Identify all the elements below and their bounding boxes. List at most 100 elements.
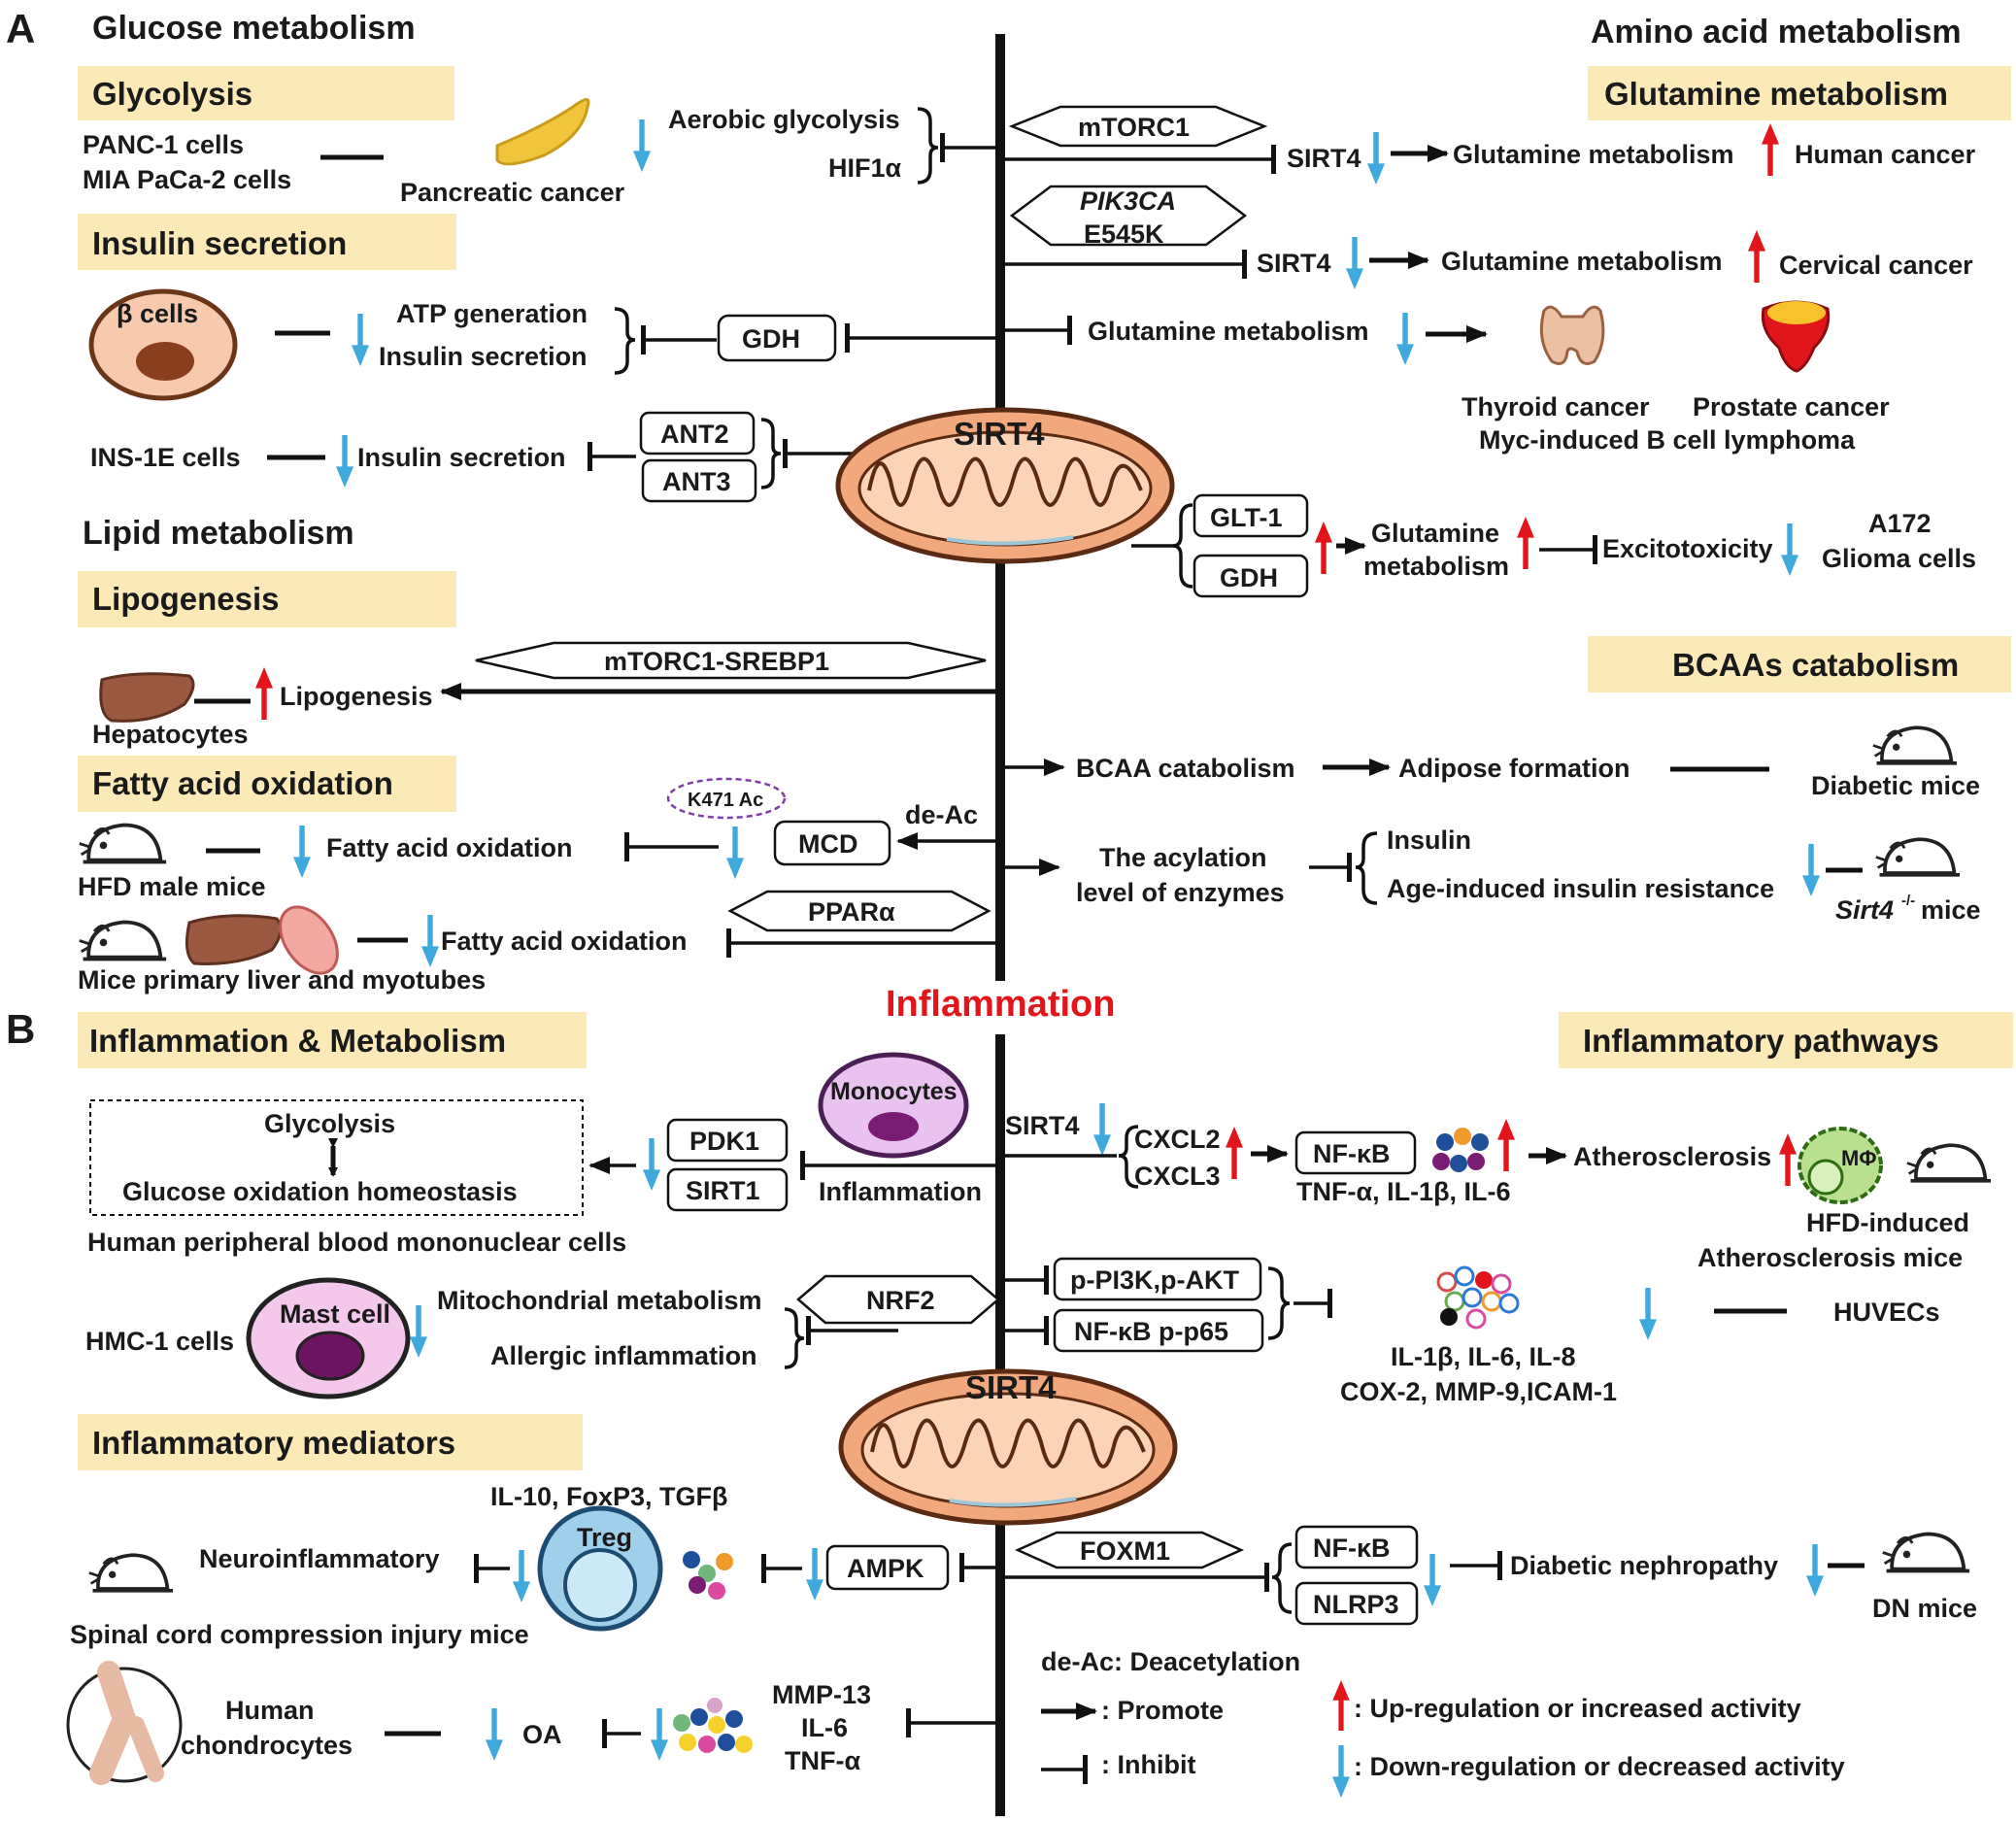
glutamine-metabolism-title: Glutamine metabolism bbox=[1604, 76, 1948, 112]
sirt4-ko-mice: mice bbox=[1921, 895, 1981, 925]
ant2-label: ANT2 bbox=[660, 420, 729, 449]
legend-down-arrow-icon bbox=[1332, 1745, 1350, 1798]
glutamine-section-bg bbox=[1588, 66, 2011, 120]
down-arrow-icon bbox=[643, 1138, 660, 1191]
up-arrow-icon bbox=[1226, 1127, 1243, 1179]
mcd-node bbox=[773, 820, 891, 866]
sirt4-ko-sup: -/- bbox=[1901, 893, 1915, 909]
legend-up-arrow-icon bbox=[1332, 1680, 1350, 1731]
allergic-inflammation: Allergic inflammation bbox=[490, 1341, 757, 1370]
glt1-node bbox=[1193, 493, 1309, 538]
ant2-node bbox=[639, 411, 756, 455]
down-arrow-icon bbox=[1093, 1103, 1111, 1156]
inflam-metab-section-bg bbox=[78, 1012, 587, 1068]
il6: IL-6 bbox=[801, 1713, 848, 1742]
sirt4-node-2: SIRT4 bbox=[1257, 249, 1331, 278]
k471-ac: K471 Ac bbox=[688, 790, 763, 811]
gdh-node-2 bbox=[1193, 554, 1309, 598]
mmp13: MMP-13 bbox=[772, 1680, 871, 1709]
monocyte-icon bbox=[818, 1052, 969, 1159]
bracket bbox=[917, 107, 939, 185]
bcaa-title: BCAAs catabolism bbox=[1672, 647, 1959, 683]
cytokine-cluster-icon bbox=[1432, 1128, 1489, 1172]
nlrp3: NLRP3 bbox=[1313, 1590, 1399, 1619]
insulin-secretion-2: Insulin secretion bbox=[357, 443, 566, 472]
atp-generation: ATP generation bbox=[396, 299, 588, 328]
lipogenesis-title: Lipogenesis bbox=[92, 581, 280, 617]
nfkb-1: NF-κB bbox=[1313, 1139, 1391, 1168]
nlrp3-node bbox=[1294, 1581, 1419, 1626]
beta-cell-icon bbox=[88, 288, 238, 401]
glucose-metabolism-title: Glucose metabolism bbox=[92, 10, 416, 47]
hfd-male-mice: HFD male mice bbox=[78, 872, 266, 901]
mphi: MΦ bbox=[1841, 1146, 1876, 1170]
down-arrow-icon bbox=[336, 435, 353, 488]
down-arrow-icon bbox=[1424, 1554, 1441, 1606]
prostate-cancer: Prostate cancer bbox=[1693, 392, 1890, 422]
down-arrow-icon bbox=[293, 826, 311, 878]
glutamine-metabolism-1: Glutamine metabolism bbox=[1453, 140, 1734, 169]
down-arrow-icon bbox=[633, 119, 651, 172]
panel-b-label: B bbox=[6, 1006, 35, 1052]
ampk-node bbox=[825, 1544, 950, 1591]
pancreatic-cancer: Pancreatic cancer bbox=[400, 178, 625, 207]
acylation-1: The acylation bbox=[1099, 843, 1267, 872]
foxm1-node bbox=[1014, 1531, 1245, 1569]
down-arrow-icon bbox=[1639, 1288, 1657, 1340]
human: Human bbox=[225, 1696, 315, 1725]
insulin-secretion-1: Insulin secretion bbox=[379, 342, 588, 371]
mouse-icon bbox=[77, 823, 168, 864]
up-arrow-icon bbox=[1762, 123, 1779, 176]
insulin-section-bg bbox=[78, 214, 456, 270]
glutamine-4a: Glutamine bbox=[1371, 519, 1499, 548]
panel-a-label: A bbox=[6, 6, 35, 51]
mast-cell: Mast cell bbox=[280, 1299, 390, 1329]
pi3k-akt: p-PI3K,p-AKT bbox=[1070, 1265, 1239, 1295]
panc1-cells: PANC-1 cells bbox=[83, 130, 244, 159]
down-arrow-icon bbox=[352, 314, 369, 366]
metabolism-4b: metabolism bbox=[1363, 552, 1509, 581]
down-arrow-icon bbox=[410, 1305, 427, 1358]
cervical-cancer: Cervical cancer bbox=[1779, 251, 1973, 280]
mitochondrial-metabolism: Mitochondrial metabolism bbox=[437, 1286, 762, 1315]
fao-label-1: Fatty acid oxidation bbox=[326, 833, 573, 862]
inflammation-title: Inflammation bbox=[886, 984, 1115, 1025]
e545k: E545K bbox=[1084, 219, 1164, 249]
atherosclerosis: Atherosclerosis bbox=[1573, 1142, 1771, 1171]
monocytes: Monocytes bbox=[830, 1078, 958, 1105]
nrf2-node bbox=[796, 1274, 1000, 1325]
inflam-mediators-title: Inflammatory mediators bbox=[92, 1425, 455, 1461]
mouse-icon bbox=[1870, 725, 1959, 765]
bracket bbox=[1267, 1266, 1291, 1340]
sirt1: SIRT1 bbox=[686, 1176, 760, 1205]
mouse-icon bbox=[1873, 837, 1962, 877]
down-arrow-icon bbox=[513, 1550, 530, 1602]
il-list: IL-1β, IL-6, IL-8 bbox=[1391, 1342, 1576, 1371]
fao-section-bg bbox=[78, 756, 456, 812]
mouse-icon bbox=[1904, 1143, 1993, 1183]
hif1a: HIF1α bbox=[828, 153, 902, 183]
a172: A172 bbox=[1868, 509, 1932, 538]
glycolysis-b: Glycolysis bbox=[264, 1109, 395, 1138]
knee-joint-icon bbox=[66, 1661, 183, 1785]
bracket bbox=[1118, 1125, 1139, 1189]
up-arrow-icon bbox=[1315, 522, 1332, 574]
ant3-node bbox=[641, 458, 757, 503]
foxm1: FOXM1 bbox=[1080, 1536, 1170, 1566]
sirt4-label-b: SIRT4 bbox=[965, 1369, 1057, 1405]
pdk1-node bbox=[666, 1118, 789, 1163]
cytokine-cluster-icon bbox=[1436, 1265, 1520, 1330]
down-arrow-icon bbox=[1367, 132, 1385, 185]
glutamine-metabolism-3: Glutamine metabolism bbox=[1088, 317, 1369, 346]
mouse-icon bbox=[77, 920, 168, 961]
cytokines: TNF-α, IL-1β, IL-6 bbox=[1296, 1177, 1511, 1206]
mice-primary-liver: Mice primary liver and myotubes bbox=[78, 965, 486, 995]
down-arrow-icon bbox=[651, 1708, 668, 1761]
treg-factors: IL-10, FoxP3, TGFβ bbox=[490, 1482, 728, 1511]
mtorc1-srebp1: mTORC1-SREBP1 bbox=[604, 647, 829, 676]
cxcl2: CXCL2 bbox=[1134, 1125, 1221, 1154]
aerobic-glycolysis: Aerobic glycolysis bbox=[668, 105, 900, 134]
mtorc1-srebp1-node bbox=[475, 641, 987, 680]
up-arrow-icon bbox=[1497, 1119, 1515, 1171]
